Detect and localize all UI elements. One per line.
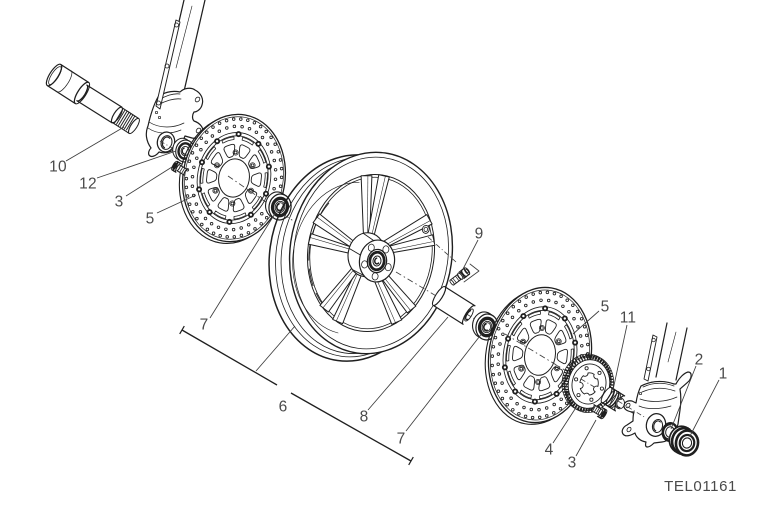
bearing-left (264, 191, 292, 221)
front-axle (45, 63, 140, 135)
wheel-span-line (179, 325, 414, 466)
callout-5: 5 (146, 211, 155, 228)
callout-12: 12 (79, 176, 97, 193)
callout-11: 11 (620, 310, 637, 327)
brake-disc-left (178, 113, 287, 244)
callout-6: 6 (279, 399, 288, 416)
axis-line-disc-right (504, 333, 579, 379)
drawing-code: TEL01161 (664, 478, 737, 495)
axis-line-disc-left (227, 175, 306, 230)
callout-1: 1 (719, 366, 728, 383)
left-fork-leg (145, 0, 206, 158)
axis-line-tone-ring (580, 378, 597, 389)
callout-7: 7 (397, 431, 406, 448)
callout-10: 10 (49, 159, 67, 176)
axis-line-left (159, 140, 179, 152)
callout-2: 2 (695, 352, 704, 369)
leader-lines (65, 126, 720, 457)
wheel-spacer (431, 285, 476, 325)
ring-nut (668, 425, 700, 457)
callout-3: 3 (568, 455, 577, 472)
callout-8: 8 (360, 409, 369, 426)
callout-4: 4 (545, 442, 554, 459)
callout-5: 5 (601, 299, 610, 316)
front-wheel (268, 151, 454, 362)
callout-3: 3 (115, 194, 124, 211)
callout-7: 7 (200, 317, 209, 334)
callout-9: 9 (475, 226, 484, 243)
disc-bolt-right (590, 404, 608, 420)
abs-sensor-ring (561, 353, 615, 413)
tyre-valve (427, 236, 480, 286)
disc-bolt-left (171, 160, 188, 176)
spacer-right (600, 386, 626, 412)
